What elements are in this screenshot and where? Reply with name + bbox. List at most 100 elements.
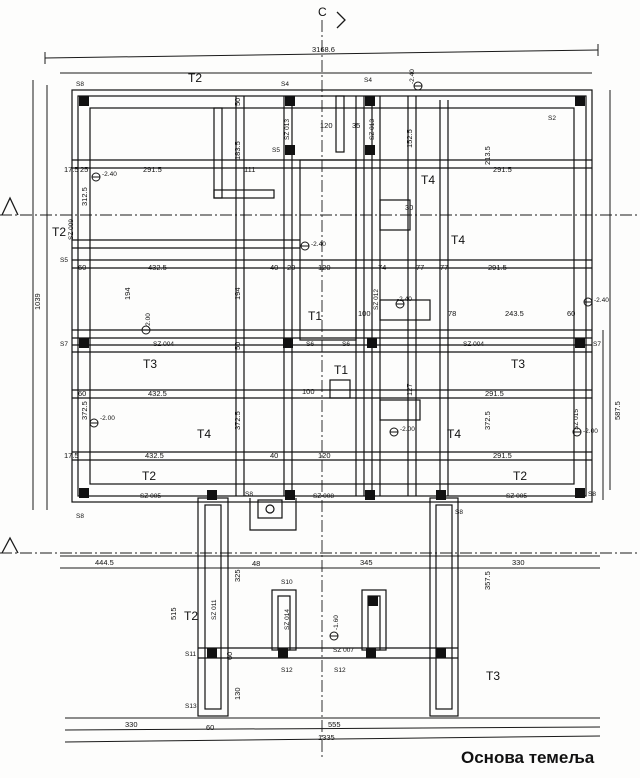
dim-label: 20 [287,263,295,272]
dim-bottom-mid: 555 [328,720,341,729]
dim-label: 17.5 [64,451,79,460]
dim-label: 48 [252,559,260,568]
level-label: -2.40 [311,241,326,248]
zone-label: T2 [188,71,202,85]
outer-dimension-lines [32,44,611,743]
dim-label: 183.5 [233,141,242,160]
dim-label: 152.5 [405,129,414,148]
dim-label: 74 [378,263,386,272]
column-tag: S8 [76,513,84,520]
dim-left-overall: 1039 [33,293,42,310]
dim-label: 432.5 [148,389,167,398]
level-label: -2.00 [583,428,598,435]
column-tag: S10 [281,579,293,586]
dim-lower-right: 330 [512,558,525,567]
column-tag: S7 [60,341,68,348]
dim-label: 60 [567,309,575,318]
zone-label: T2 [513,469,527,483]
dim-label: 100 [302,387,315,396]
zone-label: T4 [447,427,461,441]
level-label: -2.40 [102,171,117,178]
dim-label: 194 [123,287,132,300]
dim-label: 77 [440,263,448,272]
dim-label: 432.5 [145,451,164,460]
dim-label: 60 [206,723,214,732]
dim-label: 60 [78,263,86,272]
zone-label: T3 [486,669,500,683]
dim-label: 291.5 [493,451,512,460]
section-label: C [318,5,327,19]
beam-tag: SZ 005 [506,493,527,500]
foundation-walls [71,89,593,503]
level-label: -2.00 [100,415,115,422]
dim-side-515: 515 [169,607,178,620]
dim-label: 291.5 [485,389,504,398]
dim-label: 213.5 [483,146,492,165]
beam-tag: SZ 011 [211,599,218,620]
column-tag: S12 [281,667,293,674]
dim-label: 25 [80,165,88,174]
zone-label: T4 [197,427,211,441]
dim-label: 120 [320,121,333,130]
level-label: -2.40 [397,296,412,303]
column-tag: S11 [185,651,196,658]
dim-label: 30 [405,203,413,212]
dim-label: 35 [352,121,360,130]
zone-label: T4 [451,233,465,247]
column-tag: S8 [245,491,253,498]
dim-label: 372.5 [233,411,242,430]
level-label: -1.60 [333,615,340,630]
dim-label: 50 [233,98,242,106]
column-tag: S12 [334,667,346,674]
dim-label: 291.5 [493,165,512,174]
column-tags: S2 S4 S4 S5 S5 S6 S6 S7 S7 S8 S8 S8 S8 S… [60,77,601,710]
zone-label: T4 [421,173,435,187]
dim-bottom-overall: 1335 [318,733,335,742]
beam-tag: SZ 009 [68,219,75,240]
dim-label: 194 [233,287,242,300]
dim-side-357: 357.5 [483,571,492,590]
overall-dimension-labels: 3168.6 1039 587.5 444.5 345 330 330 555 … [33,45,622,742]
column-tag: S5 [272,147,280,154]
column-tag: S8 [588,491,596,498]
column-tag: S8 [455,509,463,516]
column-tag: S2 [548,115,556,122]
dim-label: 372.5 [80,401,89,420]
beam-tags: SZ 004 SZ 004 SZ 005 SZ 005 SZ 008 SZ 00… [68,119,580,654]
section-mark: C [318,5,327,19]
beam-tag: SZ 014 [284,609,291,630]
dim-label: 60 [225,652,234,660]
zone-label: T2 [184,609,198,623]
dim-lower-mid: 345 [360,558,373,567]
beam-tag: SZ 005 [140,493,161,500]
beam-tag: SZ 015 [573,409,580,430]
zone-label: T2 [52,225,66,239]
dim-label: 77 [416,263,424,272]
dim-label: 432.5 [148,263,167,272]
zone-label: T3 [511,357,525,371]
column-tag: S6 [306,341,314,348]
dim-right-overall: 587.5 [613,401,622,420]
dim-lower-left: 444.5 [95,558,114,567]
column-tag: S4 [281,81,289,88]
dim-label: 60 [78,389,86,398]
dim-label: 111 [244,165,255,174]
dim-label: 312.5 [80,187,89,206]
section-arrows [1,11,346,554]
dim-label: 120 [318,263,331,272]
beam-tag: SZ 013 [369,119,376,140]
level-label: -2.40 [594,297,609,304]
beam-tag: SZ 004 [153,341,174,348]
columns [79,96,585,658]
column-tag: S8 [76,81,84,88]
column-tag: S6 [342,341,350,348]
zone-label: T1 [308,309,322,323]
dim-label: 17.5 [64,165,79,174]
zone-label: T3 [143,357,157,371]
level-labels: -2.40 -2.40 -2.40 -2.40 -2.40 -2.00 -2.0… [100,69,609,630]
dim-label: 372.5 [483,411,492,430]
dim-label: 120 [318,451,331,460]
zone-label: T2 [142,469,156,483]
beam-tag: SZ 007 [333,647,354,654]
column-tag: S4 [364,77,372,84]
